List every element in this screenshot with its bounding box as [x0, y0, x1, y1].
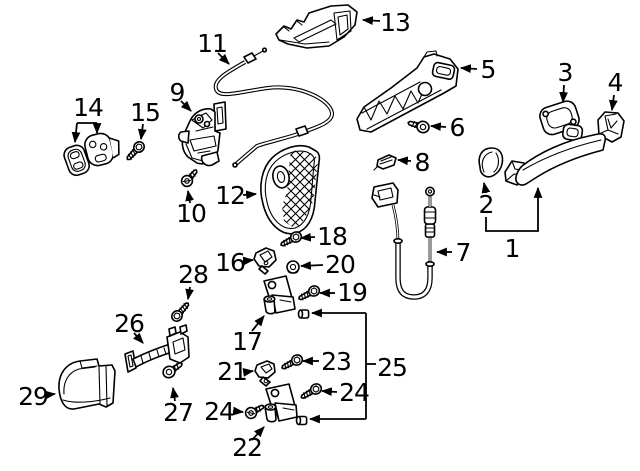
callout-8: 8: [396, 148, 431, 177]
callout-23: 23: [301, 347, 352, 376]
part-label-24-right: 24: [339, 378, 369, 407]
part-label-2: 2: [479, 190, 494, 219]
part-label-25: 25: [377, 353, 407, 382]
part-5-handle-carrier-drawing: [356, 50, 459, 133]
part-label-11: 11: [197, 29, 227, 58]
part-label-3: 3: [558, 58, 573, 87]
callout-12: 12: [215, 181, 258, 210]
callout-1: 1: [485, 186, 543, 263]
callout-17: 17: [232, 315, 265, 356]
part-label-26: 26: [114, 309, 144, 338]
callout-21: 21: [217, 357, 255, 386]
part-label-29: 29: [18, 382, 48, 411]
part-11-release-cable-drawing: [213, 47, 334, 168]
part-9-door-lock-drawing: [177, 101, 227, 167]
part-label-21: 21: [217, 357, 247, 386]
part-1-door-handle-drawing: [504, 123, 607, 186]
part-label-27: 27: [163, 398, 193, 427]
part-8-clip-drawing: [373, 154, 397, 171]
part-label-17: 17: [232, 327, 262, 356]
part-label-7: 7: [456, 238, 471, 267]
part-label-6: 6: [450, 113, 465, 142]
part-label-12: 12: [215, 181, 245, 210]
callout-18: 18: [299, 222, 348, 251]
part-label-28: 28: [178, 260, 208, 289]
callout-24-left: 24: [204, 397, 245, 426]
callout-9: 9: [170, 78, 192, 112]
part-label-20: 20: [325, 250, 355, 279]
part-21-striker-drawing: [254, 360, 276, 387]
part-label-19: 19: [337, 278, 367, 307]
callout-10: 10: [176, 189, 207, 228]
part-label-18: 18: [317, 222, 347, 251]
callout-28: 28: [178, 260, 209, 301]
part-16-striker-drawing: [253, 247, 277, 275]
callout-24-right: 24: [320, 378, 370, 407]
callout-20: 20: [299, 250, 356, 279]
callout-2: 2: [479, 181, 494, 219]
part-26-check-strap-drawing: [124, 324, 190, 373]
part-label-8: 8: [415, 148, 430, 177]
part-label-5: 5: [481, 55, 496, 84]
callout-29: 29: [18, 382, 57, 411]
callout-15: 15: [130, 98, 161, 141]
callout-16: 16: [215, 248, 255, 277]
part-label-9: 9: [170, 78, 185, 107]
callout-13: 13: [361, 8, 411, 37]
part-label-23: 23: [321, 347, 351, 376]
part-14-striker-plates-drawing: [63, 132, 120, 177]
callout-4: 4: [608, 68, 624, 112]
part-22-hinge-drawing: [264, 383, 298, 423]
callout-22: 22: [232, 426, 265, 462]
part-12-shield-drawing: [260, 144, 321, 235]
part-label-14: 14: [73, 93, 103, 122]
callout-27: 27: [163, 386, 194, 427]
part-label-15: 15: [130, 98, 160, 127]
part-label-4: 4: [608, 68, 623, 97]
part-20-grommet-drawing: [286, 260, 300, 274]
part-17-hinge-drawing: [263, 275, 296, 315]
callout-25: 25: [308, 308, 408, 424]
part-label-10: 10: [176, 199, 206, 228]
part-label-24-left: 24: [204, 397, 234, 426]
part-2-cap-drawing: [478, 147, 504, 178]
part-25-bushing-lower-drawing: [295, 415, 308, 426]
callout-14: 14: [71, 93, 104, 144]
callout-3: 3: [558, 58, 573, 104]
part-13-inner-handle-drawing: [275, 4, 358, 49]
part-29-check-cover-drawing: [58, 358, 116, 410]
callout-19: 19: [318, 278, 368, 307]
part-25-bushing-upper-drawing: [297, 309, 310, 319]
callout-26: 26: [114, 309, 145, 344]
callout-6: 6: [429, 113, 466, 142]
callout-5: 5: [459, 55, 496, 84]
part-7-lock-cable-drawing: [371, 182, 437, 300]
part-label-22: 22: [232, 433, 262, 462]
part-label-13: 13: [380, 8, 410, 37]
callout-7: 7: [435, 238, 471, 267]
part-label-16: 16: [215, 248, 245, 277]
part-label-1: 1: [505, 234, 520, 263]
callout-11: 11: [197, 29, 230, 65]
